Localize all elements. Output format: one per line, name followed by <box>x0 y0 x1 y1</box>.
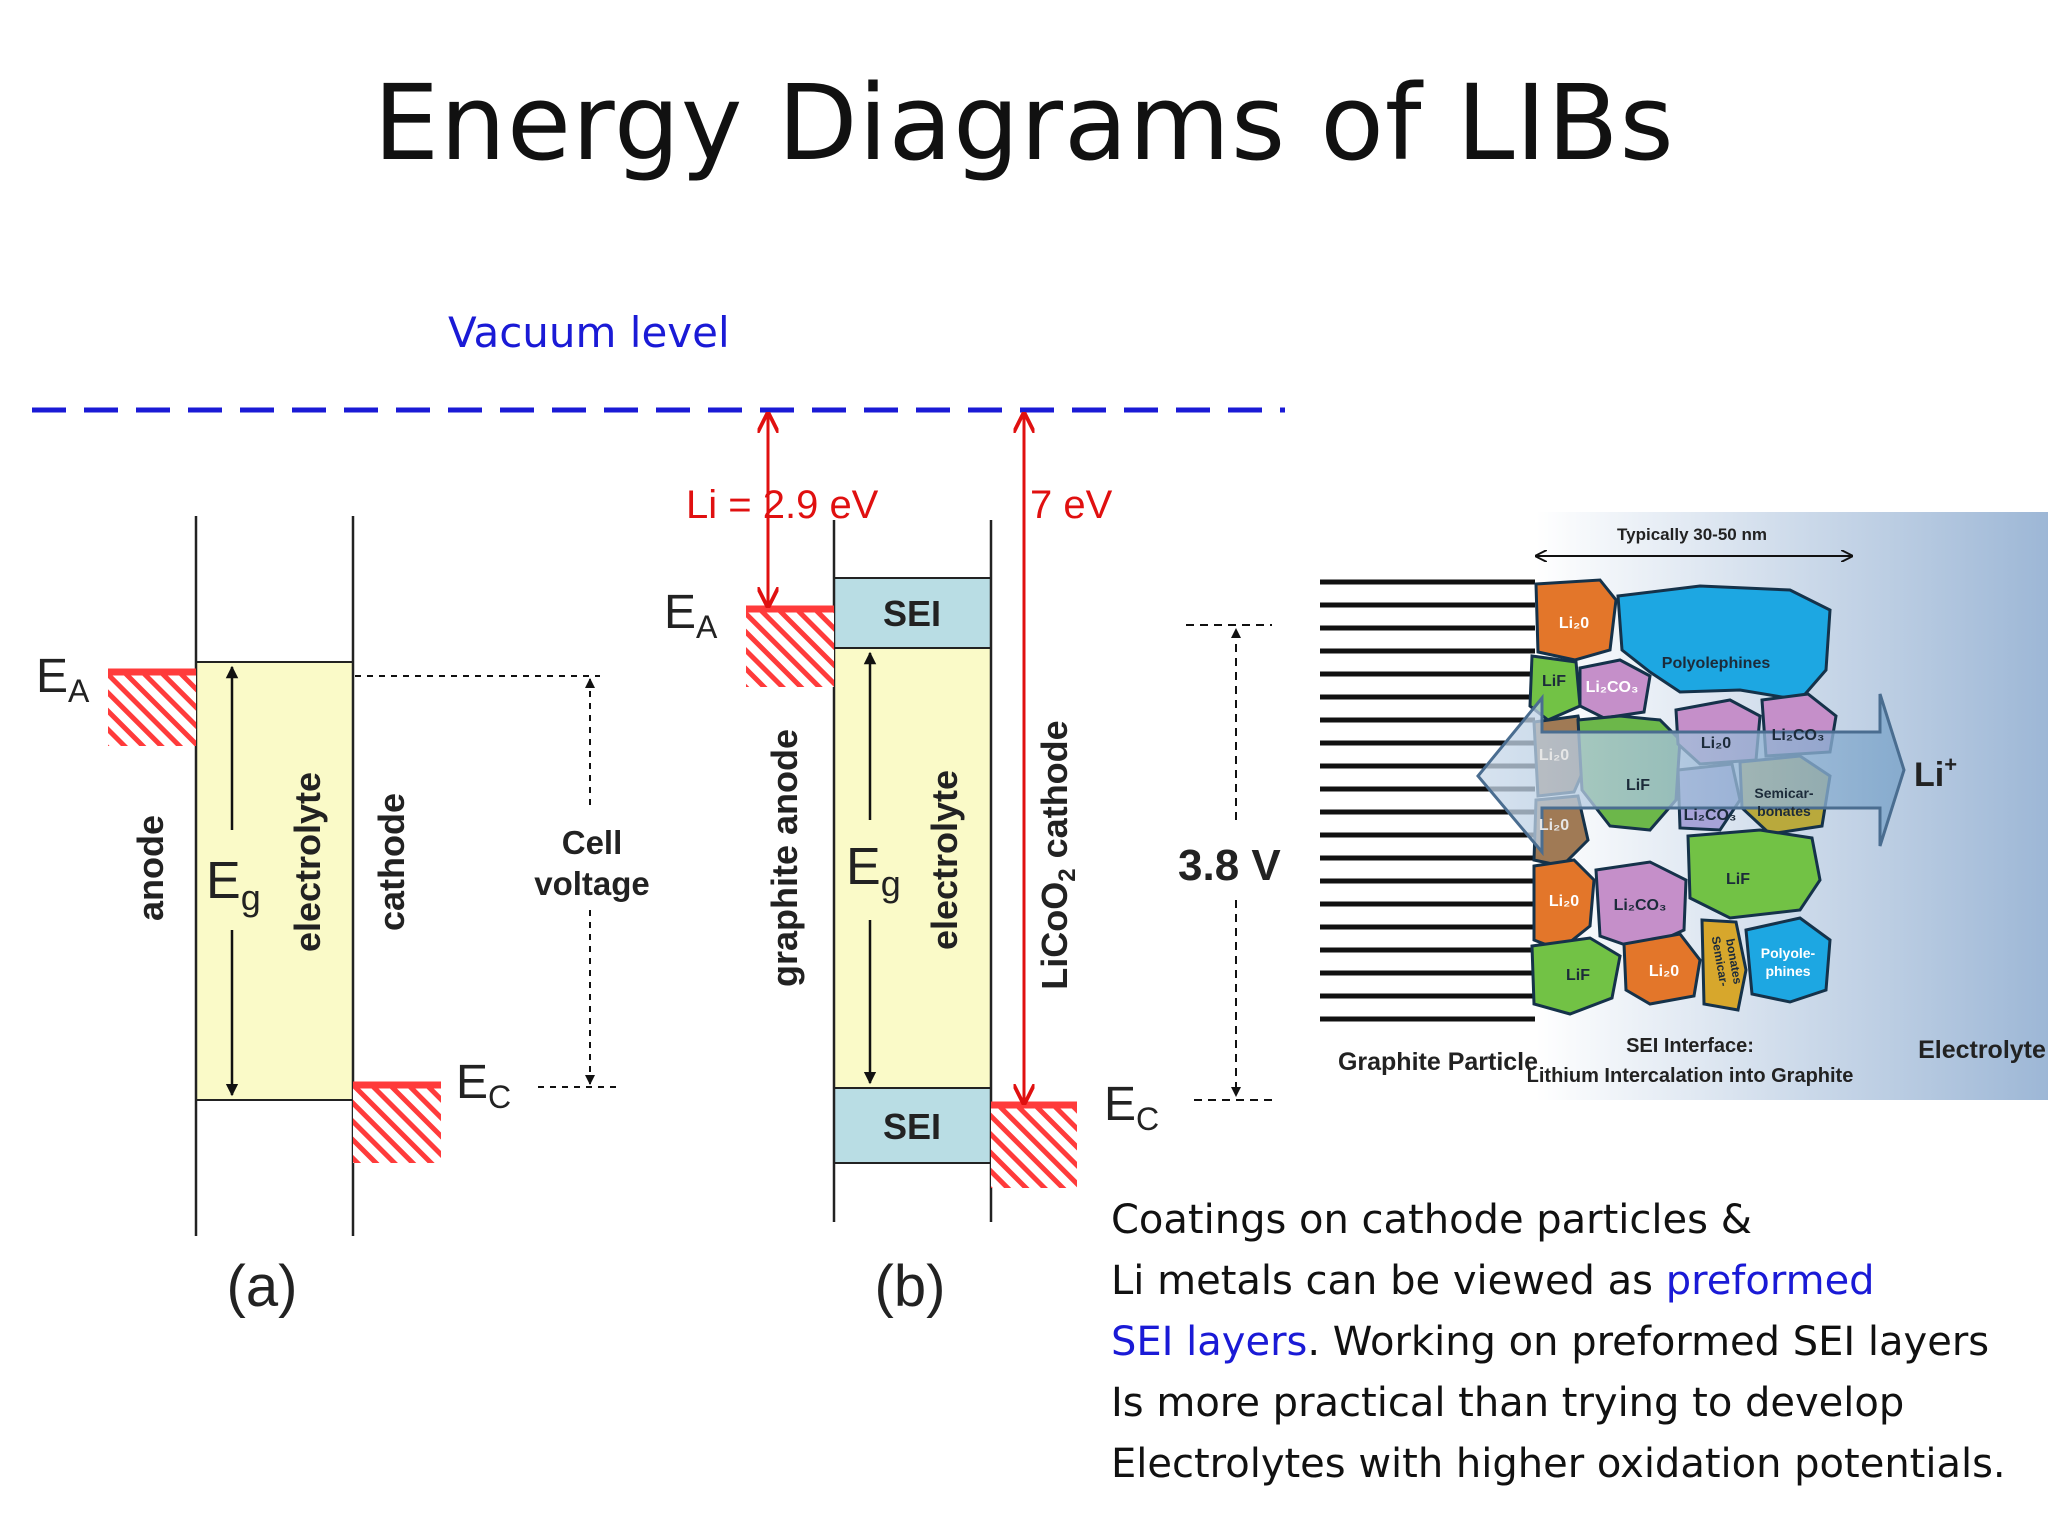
component-label: LiF <box>1566 967 1590 984</box>
panel-b-label: (b) <box>875 1254 946 1319</box>
thickness-label: Typically 30-50 nm <box>1617 525 1767 544</box>
electrolyte-box-b <box>833 647 992 1089</box>
anode-hatch-b <box>746 607 834 687</box>
sei-interface-label-2: Lithium Intercalation into Graphite <box>1527 1065 1854 1087</box>
component-label: Li₂CO₃ <box>1614 897 1667 914</box>
sei-top-box <box>833 577 992 649</box>
graphite-anode-label: graphite anode <box>764 729 805 987</box>
panel-b: Li = 2.9 eV 7 eV EA EC Eg SEI SEI graphi… <box>664 414 1159 1319</box>
component-label: Li₂0 <box>1539 817 1569 834</box>
electrolyte-label-sei: Electrolyte <box>1918 1036 2046 1064</box>
cathode-hatch-a <box>353 1083 441 1163</box>
component-label: Li₂CO₃ <box>1772 727 1825 744</box>
component-label: Li₂0 <box>1649 963 1679 980</box>
caption-line-4: Is more practical than trying to develop <box>1111 1380 1905 1426</box>
caption-line-2: Li metals can be viewed as preformed <box>1111 1251 2006 1312</box>
cell-voltage-label-2: voltage <box>534 865 650 902</box>
blob-semicarbonates-bottom <box>1700 918 1748 1012</box>
cathode-label-a: cathode <box>371 793 412 931</box>
cell-voltage-label-1: Cell <box>562 824 623 861</box>
voltage-dimension: 3.8 V <box>1178 624 1281 1101</box>
electrolyte-label-a: electrolyte <box>287 772 328 952</box>
component-label: LiF <box>1542 673 1566 690</box>
ea-label-b: EA <box>664 586 718 645</box>
li-ion-label: Li+ <box>1914 752 1957 794</box>
sei-bottom-label: SEI <box>883 1106 941 1147</box>
component-label: Semicar- <box>1754 785 1813 801</box>
graphite-layers <box>1320 579 1535 1022</box>
caption-line-3: SEI layers. Working on preformed SEI lay… <box>1111 1312 2006 1373</box>
slide-title: Energy Diagrams of LIBs <box>373 62 1675 184</box>
component-label: Li₂CO₃ <box>1684 807 1737 824</box>
caption-line-2a: Li metals can be viewed as <box>1111 1258 1666 1304</box>
electrolyte-label-b: electrolyte <box>924 770 965 950</box>
caption-sei-layers: SEI layers <box>1111 1319 1308 1365</box>
caption: Coatings on cathode particles & Li metal… <box>1111 1190 2006 1495</box>
blob-li2o-orange-3 <box>1622 932 1702 1006</box>
eg-label-b: Eg <box>846 838 901 904</box>
component-label: LiF <box>1726 871 1750 888</box>
component-label: Li₂0 <box>1539 747 1569 764</box>
blob-lif-green-bottom <box>1530 936 1622 1016</box>
caption-line-3b: . Working on preformed SEI layers <box>1307 1319 1990 1365</box>
anode-hatch-a <box>108 670 196 746</box>
component-label: Li₂CO₃ <box>1586 679 1639 696</box>
graphite-particle-label: Graphite Particle <box>1338 1048 1538 1076</box>
sei-figure: Typically 30-50 nm <box>1320 512 2048 1100</box>
ec-label-b: EC <box>1104 1078 1159 1137</box>
blob-li2o-orange-2 <box>1532 858 1596 952</box>
blob-li2co3-top <box>1578 658 1652 720</box>
blob-lif-green-mid <box>1686 828 1822 920</box>
li-ion-arrow <box>1476 693 1906 857</box>
anode-label: anode <box>130 815 171 921</box>
voltage-label: 3.8 V <box>1178 841 1281 890</box>
caption-line-5: Electrolytes with higher oxidation poten… <box>1111 1441 2006 1487</box>
component-label: phines <box>1765 963 1810 979</box>
panel-a-label: (a) <box>227 1254 298 1319</box>
blob-li2o-orange <box>1534 578 1618 662</box>
blob-polyolephines-small <box>1744 916 1832 1004</box>
licoo2-cathode-label: LiCoO2 cathode <box>1034 720 1081 989</box>
blob-li2co3-bottom <box>1594 860 1688 952</box>
component-label: Li₂0 <box>1701 735 1731 752</box>
caption-line-1: Coatings on cathode particles & <box>1111 1197 1752 1243</box>
eg-label-a: Eg <box>206 852 261 918</box>
component-label: LiF <box>1626 777 1650 794</box>
blob-labels: Li₂0 Polyolephines LiF Li₂CO₃ Li₂0 Li₂0 … <box>1539 615 1824 987</box>
sei-top-label: SEI <box>883 593 941 634</box>
ea-label-a: EA <box>36 650 90 709</box>
component-label: Li₂0 <box>1559 615 1589 632</box>
vacuum-level-label: Vacuum level <box>448 308 730 357</box>
component-label: Polyolephines <box>1662 655 1771 672</box>
component-label: bonates <box>1757 803 1811 819</box>
component-label: Polyole- <box>1761 945 1816 961</box>
cathode-hatch-b <box>991 1103 1077 1188</box>
cathode-energy-label: 7 eV <box>1030 483 1113 527</box>
ec-label-a: EC <box>456 1056 511 1115</box>
li-energy-label: Li = 2.9 eV <box>686 483 879 527</box>
panel-a: EA EC Eg anode electrolyte cathode Cell … <box>36 516 650 1319</box>
caption-preformed: preformed <box>1665 1258 1875 1304</box>
sei-interface-label-1: SEI Interface: <box>1626 1035 1754 1057</box>
component-label: Li₂0 <box>1549 893 1579 910</box>
